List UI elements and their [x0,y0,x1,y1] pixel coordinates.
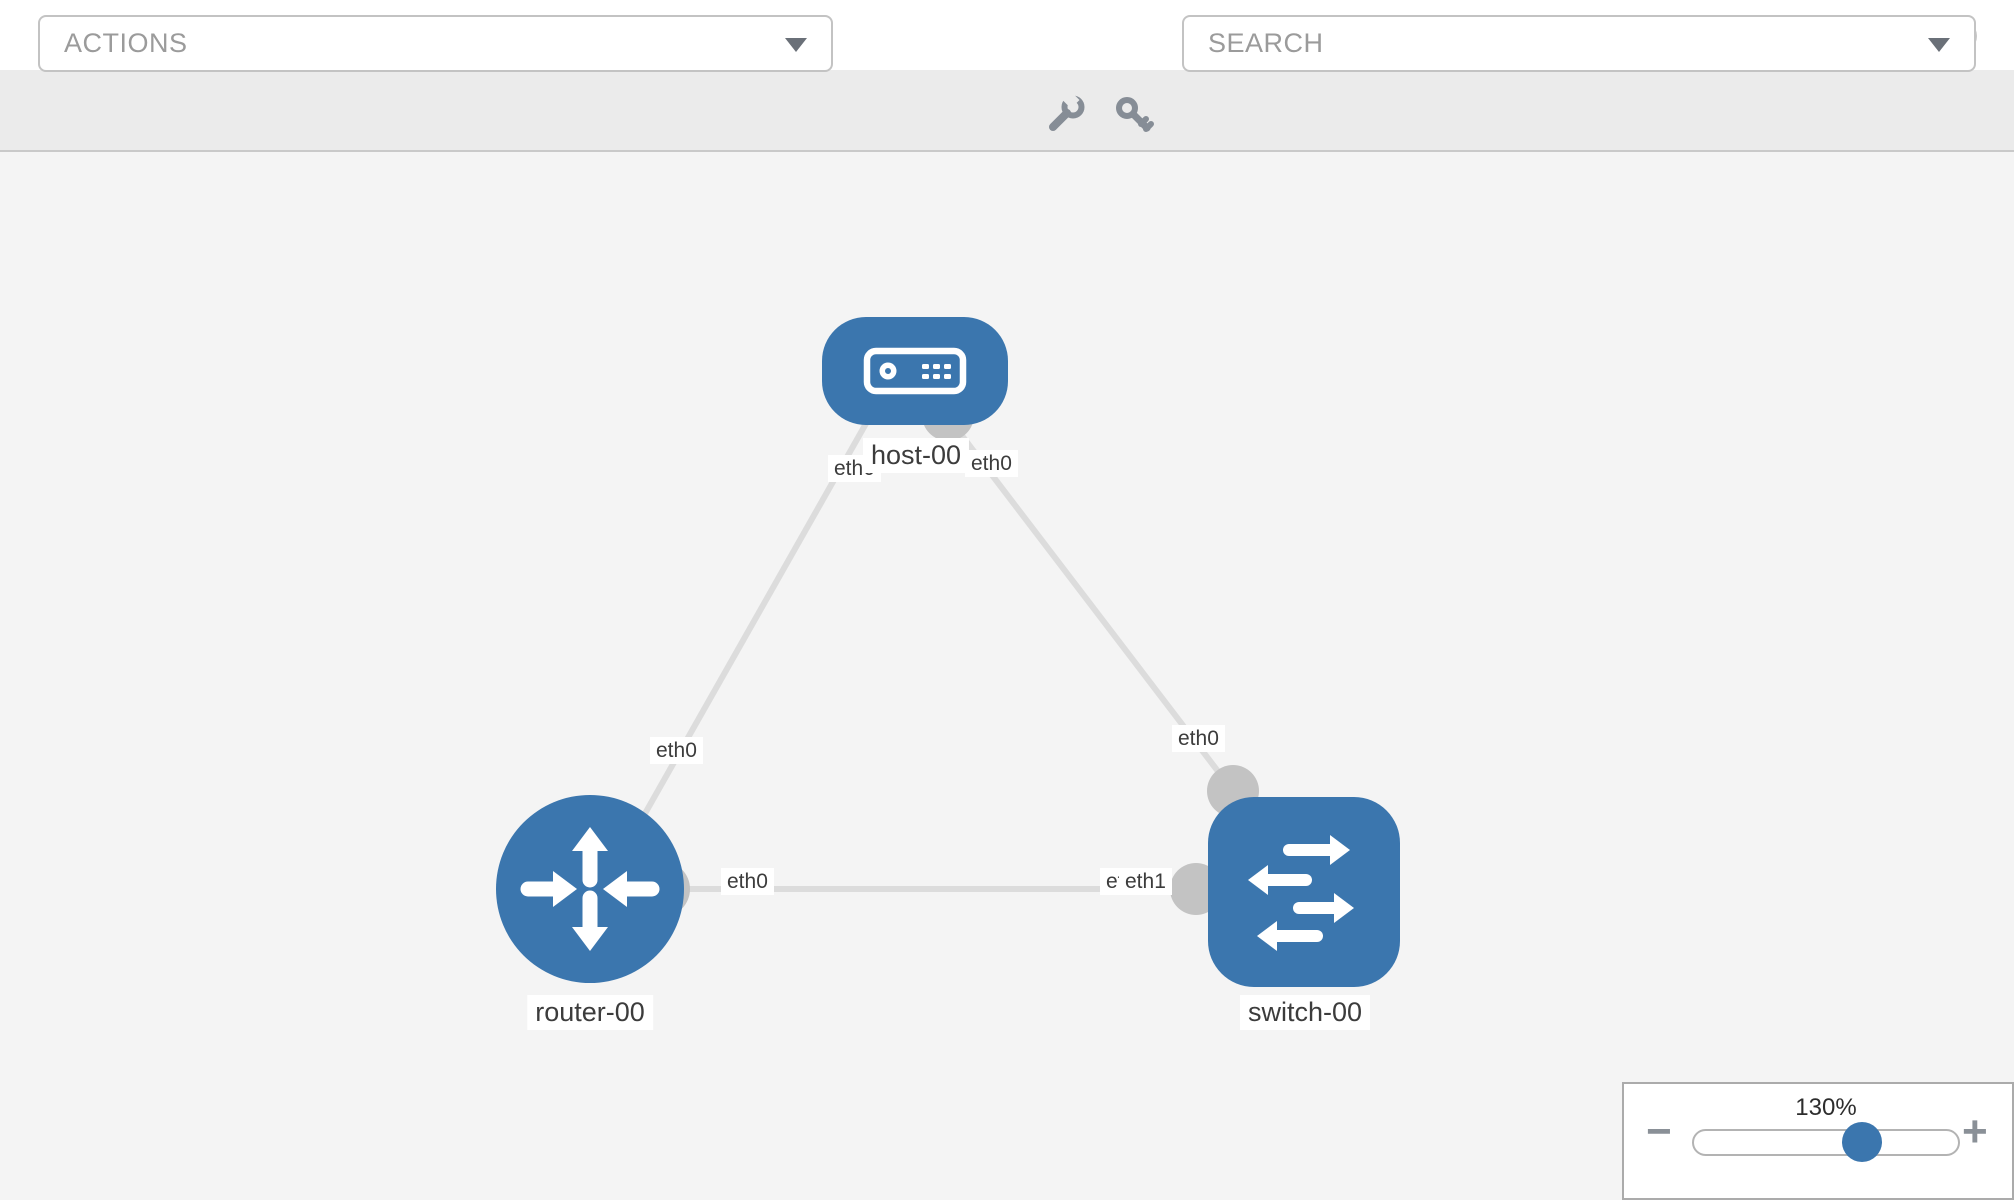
switch-node-shape[interactable] [1208,797,1400,987]
zoom-slider-track[interactable] [1692,1122,1960,1162]
node-router-00[interactable] [496,795,684,983]
switch-icon [1248,835,1354,951]
link-host-00-switch-00[interactable] [947,418,1236,793]
wrench-button[interactable] [1044,91,1088,138]
key-icon [1116,96,1154,132]
zoom-panel: 130% − + [1622,1082,2014,1200]
link-host-00-router-00[interactable] [627,418,871,842]
key-button[interactable] [1112,94,1156,138]
zoom-in-button[interactable]: + [1962,1107,1988,1156]
toolbar [0,70,2014,152]
node-host-00[interactable] [822,317,1008,425]
router-icon [520,827,660,951]
node-switch-00[interactable] [1208,797,1400,987]
router-node-shape[interactable] [496,795,684,983]
search-dropdown-label: SEARCH [1208,28,1324,58]
zoom-slider-thumb[interactable] [1842,1122,1882,1162]
actions-dropdown-label: ACTIONS [64,28,188,58]
host-node-shape[interactable] [822,317,1008,425]
actions-dropdown[interactable]: ACTIONS [38,15,833,72]
zoom-out-button[interactable]: − [1646,1107,1672,1156]
host-icon [863,347,967,395]
zoom-level-label: 130% [1795,1094,1857,1121]
chevron-down-icon [1928,37,1950,52]
chevron-down-icon [785,37,807,52]
search-dropdown[interactable]: SEARCH [1182,15,1976,72]
wrench-icon [1049,91,1085,131]
